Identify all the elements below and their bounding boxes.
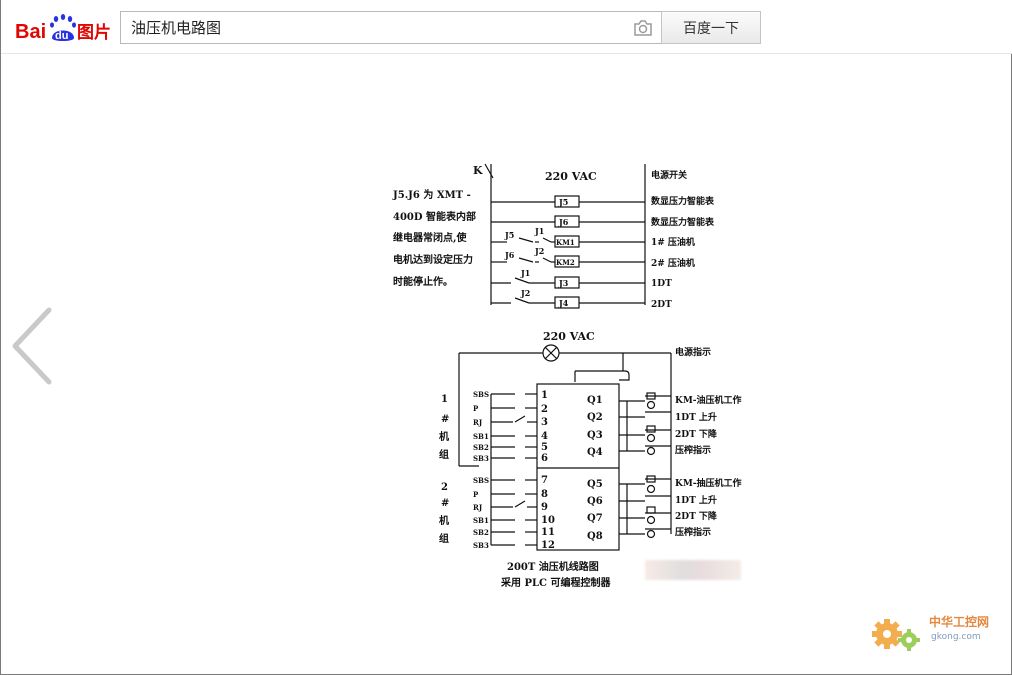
svg-text:11: 11	[541, 527, 555, 538]
svg-text:Q1: Q1	[587, 395, 603, 406]
prev-image-arrow-icon[interactable]	[9, 306, 55, 386]
svg-text:Q7: Q7	[587, 513, 603, 524]
svg-text:P: P	[473, 404, 479, 413]
circuit-diagram: K 220 VAC 电源开关 J5.J6 为 XMT - 400D 智能表内部 …	[392, 163, 742, 589]
search-input[interactable]	[121, 12, 626, 43]
relay-ladder-labels: K 220 VAC 电源开关 J5.J6 为 XMT - 400D 智能表内部 …	[392, 164, 715, 310]
svg-text:2DT 下降: 2DT 下降	[675, 428, 718, 440]
svg-text:1: 1	[441, 394, 448, 405]
svg-text:SB3: SB3	[473, 541, 489, 550]
svg-text:压榨指示: 压榨指示	[675, 526, 711, 538]
svg-text:Q2: Q2	[587, 412, 603, 423]
coil-km1: KM1	[556, 238, 575, 247]
svg-text:机: 机	[439, 514, 449, 527]
svg-text:SB1: SB1	[473, 432, 489, 441]
svg-text:图片: 图片	[77, 22, 111, 43]
svg-text:7: 7	[541, 475, 548, 486]
svg-text:8: 8	[541, 489, 548, 500]
switch-label: K	[473, 164, 483, 177]
svg-text:P: P	[473, 490, 479, 499]
contact-j2-b: J2	[520, 288, 530, 298]
svg-text:1: 1	[541, 390, 548, 401]
svg-text:SB2: SB2	[473, 443, 489, 452]
camera-icon[interactable]	[633, 19, 653, 37]
contact-j1: J1	[534, 226, 544, 236]
svg-text:9: 9	[541, 502, 548, 513]
svg-text:压榨指示: 压榨指示	[675, 444, 711, 456]
svg-text:6: 6	[541, 453, 548, 464]
contact-j1-b: J1	[520, 268, 530, 278]
header-bar: Bai du 图片 百度一下	[1, 0, 1012, 54]
watermark-en: gkong.com	[931, 632, 981, 642]
svg-text:RJ: RJ	[473, 503, 483, 512]
svg-text:SB1: SB1	[473, 516, 489, 525]
svg-text:SB3: SB3	[473, 454, 489, 463]
svg-text:KM-油压机工作: KM-油压机工作	[675, 394, 742, 406]
rung-label-2: 数显压力智能表	[651, 216, 715, 228]
coil-j4: J4	[558, 298, 569, 308]
svg-text:2DT 下降: 2DT 下降	[675, 510, 718, 522]
svg-text:组: 组	[439, 532, 449, 545]
top-right-label: 电源开关	[651, 169, 687, 181]
coil-km2: KM2	[556, 258, 575, 267]
note-line-4: 电机达到设定压力	[393, 253, 473, 266]
watermark-cn: 中华工控网	[929, 615, 990, 629]
top-voltage: 220 VAC	[545, 170, 597, 183]
svg-text:#: #	[441, 498, 449, 509]
svg-text:机: 机	[439, 430, 449, 443]
svg-text:Q5: Q5	[587, 479, 603, 490]
caption-line-1: 200T 油压机线路图	[507, 560, 599, 573]
svg-text:du: du	[55, 30, 68, 42]
rung-label-3: 1# 压油机	[651, 236, 695, 248]
svg-text:12: 12	[541, 540, 555, 551]
svg-text:2: 2	[441, 482, 448, 493]
contact-j2: J2	[534, 246, 544, 256]
svg-text:Q6: Q6	[587, 496, 603, 507]
svg-text:Q4: Q4	[587, 447, 603, 458]
power-indicator-label: 电源指示	[675, 346, 711, 358]
contact-j6: J6	[504, 250, 515, 260]
svg-text:KM-抽压机工作: KM-抽压机工作	[675, 477, 742, 489]
rung-label-5: 1DT	[651, 279, 672, 289]
gear-icon	[872, 619, 920, 651]
svg-text:SBS: SBS	[473, 390, 489, 399]
svg-text:5: 5	[541, 442, 548, 453]
coil-j6: J6	[558, 217, 569, 227]
svg-text:Q8: Q8	[587, 531, 603, 542]
bottom-voltage: 220 VAC	[543, 330, 595, 343]
svg-text:3: 3	[541, 417, 548, 428]
contact-j5: J5	[504, 230, 514, 240]
rung-label-1: 数显压力智能表	[651, 195, 715, 207]
note-line-1: J5.J6 为 XMT -	[392, 188, 471, 201]
gkong-watermark: 中华工控网 gkong.com	[867, 610, 999, 654]
svg-text:SBS: SBS	[473, 476, 489, 485]
coil-j5: J5	[558, 197, 568, 207]
plc-wiring-labels: 220 VAC 电源指示 1 # 机 组 2 # 机 组 SBS P RJ SB…	[439, 330, 742, 589]
plc-wiring	[458, 344, 672, 551]
rung-label-6: 2DT	[651, 300, 672, 310]
svg-text:Bai: Bai	[15, 21, 46, 43]
svg-text:SB2: SB2	[473, 528, 489, 537]
svg-text:Q3: Q3	[587, 430, 603, 441]
note-line-3: 继电器常闭点,使	[393, 231, 467, 244]
baidu-logo[interactable]: Bai du 图片	[15, 12, 115, 44]
coil-j3: J3	[558, 278, 569, 288]
svg-text:组: 组	[439, 448, 449, 461]
svg-text:2: 2	[541, 404, 548, 415]
caption-line-2: 采用 PLC 可编程控制器	[500, 576, 611, 589]
search-button[interactable]: 百度一下	[661, 11, 761, 44]
note-line-2: 400D 智能表内部	[393, 210, 476, 223]
svg-text:RJ: RJ	[473, 418, 483, 427]
svg-text:#: #	[441, 414, 449, 425]
svg-text:1DT 上升: 1DT 上升	[675, 411, 717, 423]
svg-text:1DT 上升: 1DT 上升	[675, 494, 717, 506]
note-line-5: 时能停止作。	[393, 275, 453, 288]
relay-ladder	[484, 163, 646, 309]
rung-label-4: 2# 压油机	[651, 257, 695, 269]
svg-text:4: 4	[541, 431, 548, 442]
svg-text:10: 10	[541, 515, 555, 526]
search-box	[120, 11, 662, 44]
blurred-artifact	[645, 560, 741, 580]
